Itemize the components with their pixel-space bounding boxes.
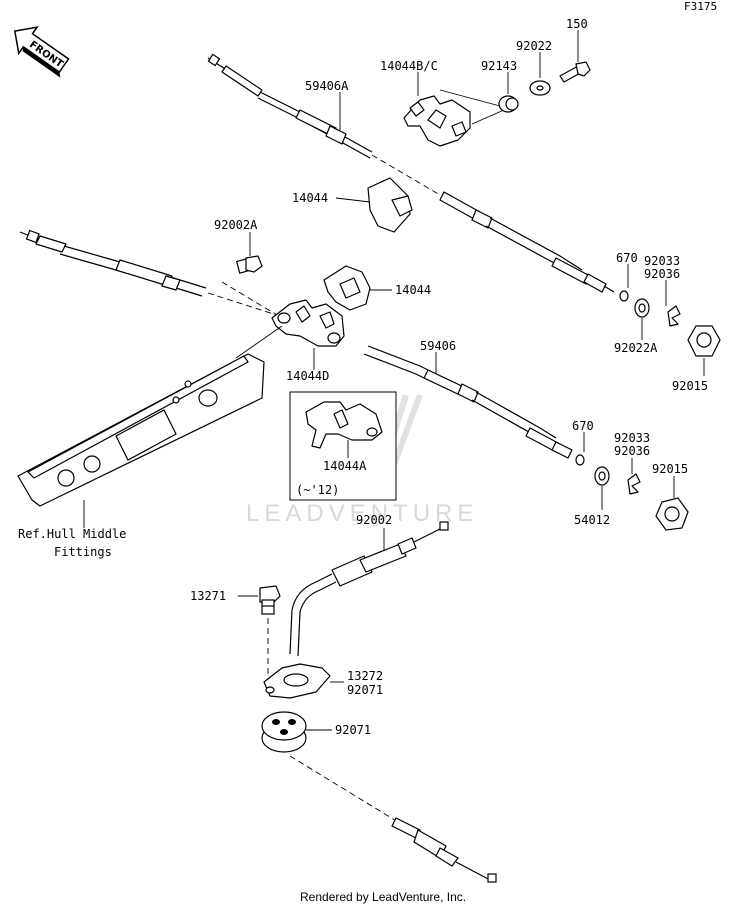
callout-14044-mid: 14044: [395, 283, 431, 297]
callout-92036-a: 92036: [644, 267, 680, 281]
grommet-92071: [261, 711, 307, 753]
callout-13272: 92071: [347, 683, 383, 697]
callout-ref-fittings: Fittings: [54, 545, 112, 559]
callout-14044-top: 14044: [292, 191, 328, 205]
plate-13271: [263, 663, 331, 699]
callout-59406: 59406: [420, 339, 456, 353]
clip-92033-b: [627, 473, 641, 495]
front-arrow-icon: FRONT: [13, 26, 70, 78]
cable-left: [19, 229, 207, 297]
callout-92002a: 92002A: [214, 218, 258, 232]
callout-ref-hull: Ref.Hull Middle: [18, 527, 126, 541]
callout-59406a: 59406A: [305, 79, 349, 93]
watermark-text: LEADVENTURE: [246, 500, 478, 527]
bracket-14044bc: [403, 95, 471, 147]
callout-92036-b: 92036: [614, 444, 650, 458]
callout-54012: 92002: [356, 513, 392, 527]
cable-54012: [289, 521, 449, 657]
washer-92022a-b: [594, 466, 610, 486]
callout-92022a-b: 54012: [574, 513, 610, 527]
callout-12-note: (~'12): [296, 483, 339, 497]
callout-670-a: 670: [616, 251, 638, 265]
cable-54012-end: [391, 817, 497, 883]
callout-92033-b: 92033: [614, 431, 650, 445]
callout-150: 150: [566, 17, 588, 31]
oring-670-b: [575, 454, 585, 466]
cable-59406a-lower: [439, 191, 615, 293]
clip-14044-mid: [323, 265, 371, 311]
callout-92022a-a: 92022A: [614, 341, 658, 355]
callout-92015-a: 92015: [672, 379, 708, 393]
clip-14044-top: [367, 177, 413, 233]
callout-14044a: 14044A: [323, 459, 367, 473]
hull-middle-fittings: [17, 353, 265, 507]
callout-92015-b: 92015: [652, 462, 688, 476]
callout-92022: 92022: [516, 39, 552, 53]
callout-14044bc: 14044B/C: [380, 59, 438, 73]
bracket-14044d: [271, 299, 345, 347]
callout-92002: 13271: [190, 589, 226, 603]
callout-14044d: 14044D: [286, 369, 329, 383]
inset-14044a: [289, 391, 397, 501]
nut-92015-b: [655, 497, 689, 531]
callout-92143: 92143: [481, 59, 517, 73]
bolt-150: [559, 61, 591, 83]
spacer-92143: [498, 95, 519, 113]
nut-92015-a: [687, 325, 721, 357]
washer-92022a-a: [634, 298, 650, 318]
callout-670-b: 670: [572, 419, 594, 433]
cable-59406: [363, 345, 573, 459]
bolt-92002: [259, 585, 281, 615]
oring-670-a: [619, 290, 629, 302]
washer-92022: [529, 80, 551, 96]
diagram-code: F3175: [684, 0, 717, 13]
callout-13271: 13272: [347, 669, 383, 683]
clip-92033-a: [667, 305, 681, 327]
bolt-92002a: [235, 255, 263, 274]
cable-59406a: [207, 53, 373, 159]
callout-92033-a: 92033: [644, 254, 680, 268]
footer-credit: Rendered by LeadVenture, Inc.: [300, 890, 466, 904]
callout-92071-label: 92071: [335, 723, 371, 737]
